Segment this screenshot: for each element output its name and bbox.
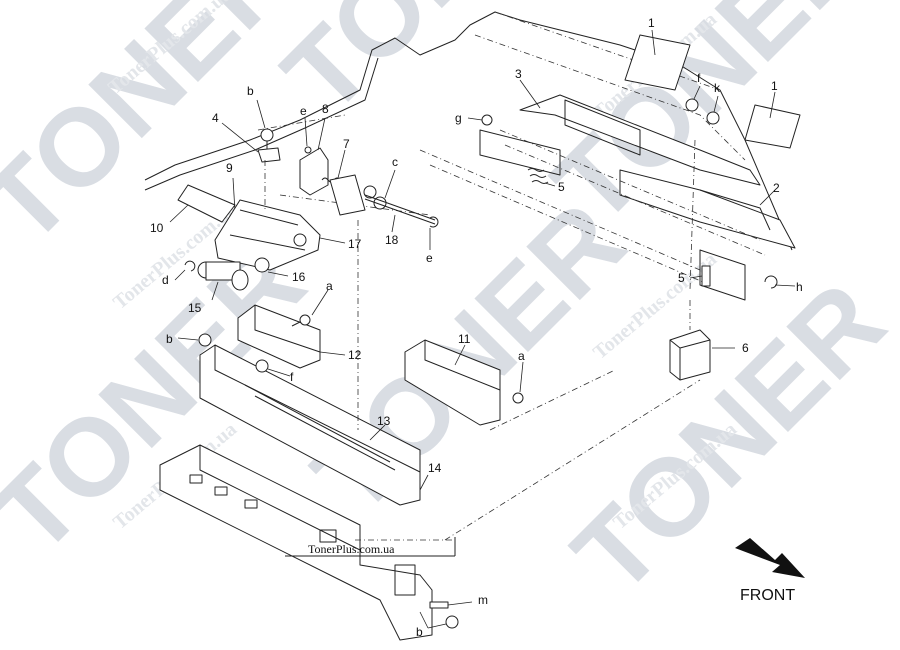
callout-b-bottom: b xyxy=(416,625,423,639)
watermark-layer: TONER TONER TONER TONER TONER TONER Tone… xyxy=(0,0,900,617)
part-4-clip xyxy=(221,122,281,163)
callout-f-mid: f xyxy=(290,370,294,384)
callout-4: 4 xyxy=(212,111,219,125)
label-sheet-1-left xyxy=(624,29,691,91)
transport-roller-upper xyxy=(419,129,766,301)
callout-14: 14 xyxy=(428,461,442,475)
callout-1-left: 1 xyxy=(648,16,655,30)
lower-frame xyxy=(159,444,433,641)
part-12-cover xyxy=(237,304,346,369)
e-ring-right xyxy=(429,216,439,250)
screw-m xyxy=(429,601,473,609)
connection-lines xyxy=(264,160,701,541)
callout-g: g xyxy=(455,111,462,125)
callout-1-right: 1 xyxy=(771,79,778,93)
part-3-upper-guide xyxy=(519,79,761,186)
spring-5-lower xyxy=(689,265,711,287)
part-17-holder xyxy=(319,174,377,244)
part-13-rail xyxy=(199,344,421,506)
callout-h: h xyxy=(796,280,803,294)
callout-c: c xyxy=(392,155,398,169)
callout-8: 8 xyxy=(322,102,329,116)
front-label: FRONT xyxy=(740,587,795,604)
part-10-film xyxy=(169,184,236,223)
screw-a-right xyxy=(512,361,524,404)
part-9-sheet xyxy=(232,177,236,213)
callout-17: 17 xyxy=(348,237,362,251)
part-6-block xyxy=(669,139,735,381)
part-18-shaft xyxy=(364,194,436,233)
callout-a-right: a xyxy=(518,349,525,363)
spring-5-upper xyxy=(527,168,556,187)
screw-g xyxy=(467,114,493,126)
source-caption: TonerPlus.com.ua xyxy=(285,537,456,557)
e-ring-h xyxy=(764,275,796,289)
screw-b-top xyxy=(256,99,274,150)
callout-b-left: b xyxy=(166,332,173,346)
callout-e-right: e xyxy=(426,251,433,265)
screw-b-bottom xyxy=(419,611,459,629)
front-arrow-icon xyxy=(735,538,805,578)
callout-15: 15 xyxy=(188,301,202,315)
callout-7: 7 xyxy=(343,137,350,151)
pickup-arm-assembly xyxy=(214,199,321,277)
source-caption-text: TonerPlus.com.ua xyxy=(308,542,395,556)
callout-a-left: a xyxy=(326,279,333,293)
e-ring-d xyxy=(174,260,196,281)
leader-14 xyxy=(419,474,429,491)
part-8-bracket xyxy=(299,117,329,196)
screw-a-left xyxy=(291,289,329,327)
callout-16: 16 xyxy=(292,270,306,284)
callout-d: d xyxy=(162,273,169,287)
callout-12: 12 xyxy=(348,348,362,362)
callout-m: m xyxy=(478,593,488,607)
callout-18: 18 xyxy=(385,233,399,247)
screw-f-top xyxy=(685,85,701,112)
callout-10: 10 xyxy=(150,221,164,235)
callout-11: 11 xyxy=(458,332,471,346)
callout-5-upper: 5 xyxy=(558,180,565,194)
pickup-roller-15 xyxy=(197,261,249,301)
callout-2: 2 xyxy=(773,181,780,195)
callout-9: 9 xyxy=(226,161,233,175)
callout-labels: 1 1 2 3 4 5 5 6 7 8 9 10 11 12 13 14 15 … xyxy=(150,16,803,639)
callout-5-lower: 5 xyxy=(678,271,685,285)
front-direction-indicator: FRONT xyxy=(735,538,805,604)
frame-outline xyxy=(144,11,793,251)
callout-6: 6 xyxy=(742,341,749,355)
screw-c xyxy=(373,169,396,210)
screw-k xyxy=(706,95,720,125)
callout-13: 13 xyxy=(377,414,391,428)
part-11-cover xyxy=(404,339,501,426)
callout-b-top: b xyxy=(247,84,254,98)
callout-f-top: f xyxy=(697,71,701,85)
callout-e-top: e xyxy=(300,104,307,118)
label-sheet-1-right xyxy=(744,91,801,149)
screw-f-mid xyxy=(255,359,291,377)
callout-k: k xyxy=(714,81,721,95)
screw-b-left xyxy=(177,333,212,347)
callout-3: 3 xyxy=(515,67,522,81)
screw-e-top xyxy=(304,117,312,154)
part-2-right-guide xyxy=(619,169,796,249)
